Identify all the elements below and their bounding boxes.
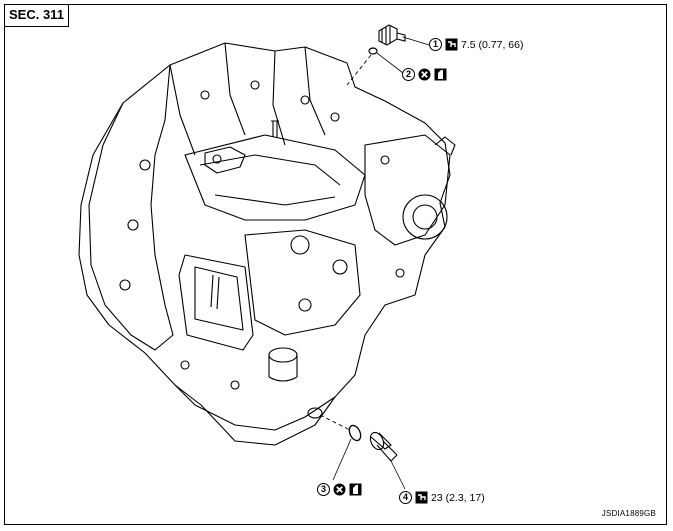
part-number: 4	[399, 491, 412, 504]
callout-part-3: 3	[317, 483, 362, 496]
callout-part-4: 4 23 (2.3, 17)	[399, 491, 485, 504]
callout-part-1: 1 7.5 (0.77, 66)	[429, 38, 523, 51]
oil-cooler-cover	[178, 254, 254, 351]
do-not-reuse-icon	[418, 68, 431, 81]
part-number: 1	[429, 38, 442, 51]
apply-fluid-icon	[349, 483, 362, 496]
callout-part-2: 2	[402, 68, 447, 81]
figure-id: JSDIA1889GB	[601, 509, 656, 518]
o-ring-part-2	[368, 47, 378, 55]
plug-part-1	[378, 24, 406, 46]
part-number: 3	[317, 483, 330, 496]
torque-spec: 7.5 (0.77, 66)	[461, 38, 524, 51]
part-number: 2	[402, 68, 415, 81]
transaxle-housing	[78, 42, 451, 446]
apply-fluid-icon	[434, 68, 447, 81]
figure-frame: SEC. 311	[4, 4, 667, 525]
torque-wrench-icon	[445, 38, 458, 51]
o-ring-part-3	[348, 424, 362, 442]
torque-spec: 23 (2.3, 17)	[431, 491, 485, 504]
drain-plug-part-4	[369, 431, 398, 462]
torque-wrench-icon	[415, 491, 428, 504]
do-not-reuse-icon	[333, 483, 346, 496]
transaxle-drawing	[78, 24, 456, 490]
bell-housing	[88, 64, 174, 351]
section-label: SEC. 311	[5, 5, 69, 27]
